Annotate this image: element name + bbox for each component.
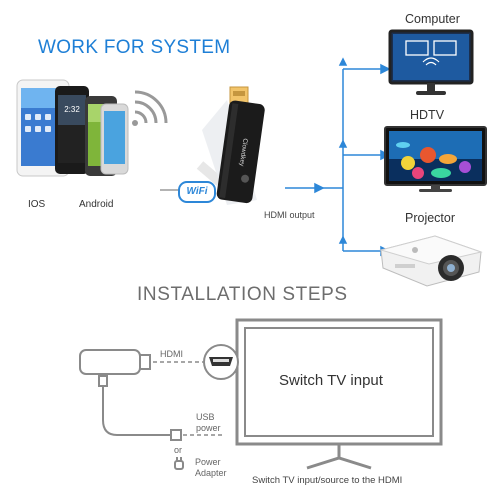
mobile-devices-image: 2:32 [16, 79, 129, 177]
label-hdmi: HDMI [160, 349, 183, 359]
hdmi-dongle-image: Clowdkey [202, 86, 265, 205]
label-ios: IOS [28, 199, 46, 210]
hdtv-image [384, 126, 487, 192]
output-arrows [285, 57, 391, 257]
label-computer: Computer [405, 12, 460, 26]
computer-monitor-image [388, 29, 474, 95]
label-hdtv: HDTV [410, 108, 445, 122]
install-caption: Switch TV input/source to the HDMI [252, 475, 403, 486]
dongle-body [216, 100, 265, 204]
section-title-work: WORK FOR SYSTEM [38, 37, 231, 58]
label-android: Android [79, 199, 114, 210]
projector-image [379, 235, 483, 287]
dongle-brand-text: Clowdkey [238, 138, 249, 168]
label-power-adapter: Power Adapter [195, 457, 227, 478]
section-title-installation: INSTALLATION STEPS [137, 284, 348, 305]
wifi-badge-text: WiFi [186, 186, 208, 197]
tv-screen-text: Switch TV input [279, 372, 383, 389]
tv-outline-image [235, 318, 443, 470]
label-usb-power: USB power [196, 412, 221, 433]
label-projector: Projector [405, 211, 456, 225]
label-hdmi-output: HDMI output [264, 210, 315, 220]
svg-text:2:32: 2:32 [64, 105, 80, 114]
installation-cable-diagram [79, 344, 239, 470]
dongle-outline [79, 349, 141, 375]
label-or: or [174, 445, 183, 455]
wifi-badge: WiFi [178, 181, 216, 203]
wireless-signal-icon [132, 90, 168, 126]
